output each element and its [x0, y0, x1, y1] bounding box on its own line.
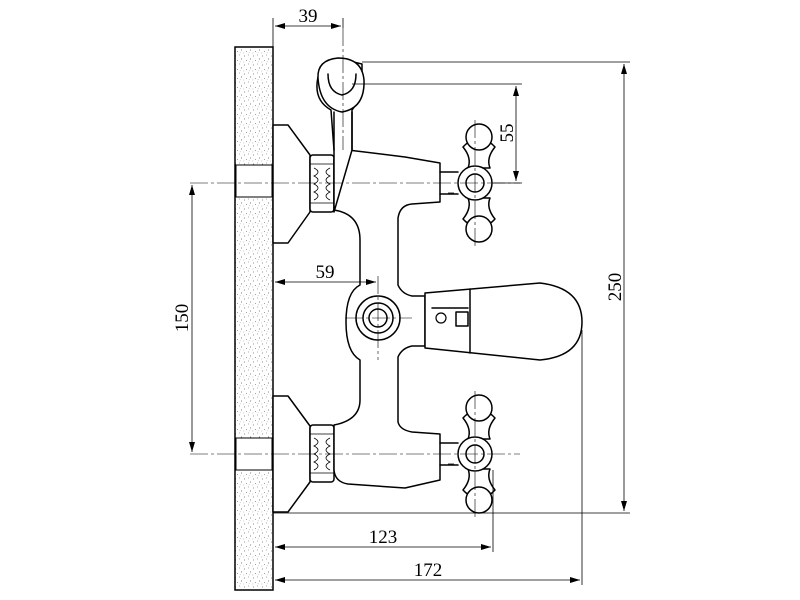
dimension-150: 150	[172, 185, 195, 452]
shower-holder	[316, 57, 365, 213]
lower-wall-flange	[272, 395, 311, 513]
dimension-39: 39	[272, 6, 344, 47]
upper-union-nut	[309, 154, 335, 213]
center-lines	[190, 28, 520, 517]
dim-label-250: 250	[605, 273, 626, 302]
dim-label-39: 39	[299, 6, 318, 27]
dimension-55: 55	[352, 83, 522, 184]
dimension-59: 59	[272, 262, 376, 290]
dim-label-55: 55	[497, 124, 518, 143]
spout	[424, 282, 583, 361]
lower-cross-handle	[457, 394, 496, 514]
dim-label-123: 123	[369, 527, 398, 548]
dimension-172: 172	[272, 330, 583, 585]
upper-valve-stem	[439, 171, 459, 195]
dimension-250: 250	[273, 61, 630, 514]
upper-wall-flange	[272, 124, 311, 244]
dim-label-150: 150	[172, 304, 193, 333]
dim-label-172: 172	[414, 560, 443, 581]
dimension-123: 123	[272, 470, 494, 552]
dim-label-59: 59	[316, 262, 335, 283]
upper-cross-handle	[457, 123, 496, 243]
wall	[234, 46, 274, 591]
lower-union-nut	[309, 424, 335, 483]
lower-valve-stem	[439, 442, 459, 466]
